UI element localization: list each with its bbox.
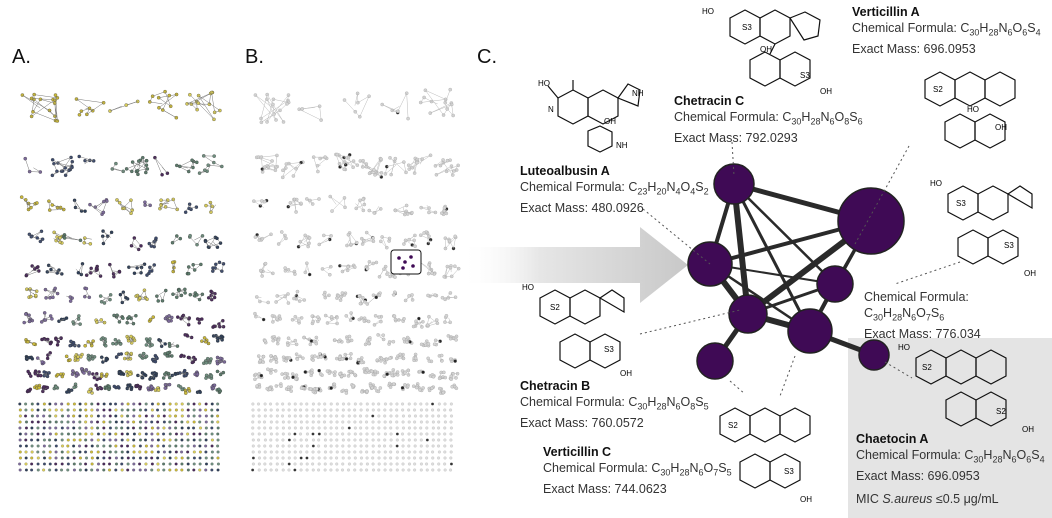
compound-formula: Chemical Formula: C30H28N6O6S4	[856, 448, 1045, 465]
node-verticillin-c	[787, 308, 833, 354]
node-chetracin-c	[713, 163, 755, 205]
atom-s3-3: S3	[956, 199, 966, 208]
structure-luteoalbusin-a: HO N OH NH NH	[538, 79, 644, 153]
molecular-network-a	[18, 89, 227, 472]
atom-ho-2: HO	[702, 7, 714, 16]
compound-mass: Exact Mass: 744.0623	[543, 481, 667, 496]
atom-oh-4: OH	[995, 123, 1007, 132]
node-chaetocin-a	[858, 339, 890, 371]
compound-name: Verticillin C	[543, 445, 612, 459]
atom-s2-5: S2	[996, 407, 1006, 416]
atom-s3-6: S3	[784, 467, 794, 476]
atom-s2-2: S2	[550, 303, 560, 312]
cluster-network	[687, 163, 905, 380]
structure-verticillin-a: S2 HO OH	[924, 71, 1016, 149]
mic-organism: S.aureus	[882, 492, 933, 506]
compound-name: Chetracin B	[520, 379, 591, 393]
expand-arrow	[460, 227, 688, 303]
node-verticillin-a	[816, 265, 854, 303]
node-chetracin-b	[728, 294, 768, 334]
compound-formula: Chemical Formula: C30H28N6O7S5	[543, 461, 732, 478]
atom-s3-4: S3	[1004, 241, 1014, 250]
atom-oh-3: OH	[820, 87, 832, 96]
node-c30h28n6o7s6	[837, 187, 905, 255]
molecular-network-b	[251, 87, 461, 472]
atom-s3: S3	[742, 23, 752, 32]
atom-ho-5: HO	[522, 283, 534, 292]
compound-name: Chetracin C	[674, 94, 745, 108]
compound-formula: Chemical Formula: C30H28N6O8S6	[674, 110, 863, 127]
node-extra	[696, 342, 734, 380]
mic-value: ≤0.5 μg/mL	[932, 492, 999, 506]
atom-nh2: NH	[616, 141, 628, 150]
atom-oh-2: OH	[760, 45, 772, 54]
atom-oh-5: OH	[1024, 269, 1036, 278]
atom-ho-6: HO	[898, 343, 910, 352]
compound-mass: Exact Mass: 696.0953	[856, 468, 980, 483]
structure-chetracin-c: HO S3 OH S3 OH	[702, 7, 832, 96]
compound-mass: Exact Mass: 776.034	[864, 326, 981, 341]
atom-oh-6: OH	[620, 369, 632, 378]
atom-s2: S2	[933, 85, 943, 94]
atom-ho-4: HO	[930, 179, 942, 188]
compound-formula: Chemical Formula: C30H28N6O8S5	[520, 395, 709, 412]
mic-prefix: MIC	[856, 492, 883, 506]
compound-formula: Chemical Formula: C30H28N6O6S4	[852, 21, 1041, 38]
panel-label-a: A.	[12, 46, 31, 68]
atom-oh-7: OH	[800, 495, 812, 504]
compound-name: Chaetocin A	[856, 432, 929, 446]
compound-name: Verticillin A	[852, 5, 920, 19]
panel-label-c: C.	[477, 46, 497, 68]
atom-s2-4: S2	[922, 363, 932, 372]
mic-label: MIC S.aureus ≤0.5 μg/mL	[856, 492, 999, 506]
atom-s3-5: S3	[604, 345, 614, 354]
compound-chaetocin-a: Chaetocin A Chemical Formula: C30H28N6O6…	[856, 431, 1045, 484]
atom-ho-3: HO	[967, 105, 979, 114]
atom-s2-3: S2	[728, 421, 738, 430]
atom-oh-8: OH	[1022, 425, 1034, 434]
atom-nh: NH	[632, 89, 644, 98]
compound-mass: Exact Mass: 480.0926	[520, 200, 644, 215]
atom-ho: HO	[538, 79, 550, 88]
compound-luteoalbusin-a: Luteoalbusin A Chemical Formula: C23H20N…	[520, 163, 709, 216]
atom-s3-2: S3	[800, 71, 810, 80]
compound-chetracin-b: Chetracin B Chemical Formula: C30H28N6O8…	[520, 378, 709, 431]
compound-verticillin-c: Verticillin C Chemical Formula: C30H28N6…	[543, 444, 732, 497]
compound-formula: Chemical Formula: C30H28N6O7S6	[864, 290, 969, 323]
compound-mass: Exact Mass: 760.0572	[520, 415, 644, 430]
atom-n: N	[548, 105, 554, 114]
structure-chetracin-b: HO S2 S3 OH	[522, 283, 632, 378]
compound-chetracin-c: Chetracin C Chemical Formula: C30H28N6O8…	[674, 93, 863, 146]
compound-mass: Exact Mass: 792.0293	[674, 130, 798, 145]
compound-verticillin-a: Verticillin A Chemical Formula: C30H28N6…	[852, 4, 1041, 57]
structure-c30h28n6o7s6: HO S3 S3 OH	[930, 179, 1036, 278]
compound-formula: Chemical Formula: C23H20N4O4S2	[520, 180, 709, 197]
compound-name: Luteoalbusin A	[520, 164, 610, 178]
structure-chaetocin-a: HO S2 S2 OH	[898, 343, 1034, 434]
panel-label-b: B.	[245, 46, 264, 68]
atom-oh: OH	[604, 117, 616, 126]
structure-verticillin-c: S2 S3 OH	[719, 407, 812, 504]
compound-c30h28n6o7s6: Chemical Formula: C30H28N6O7S6 Exact Mas…	[864, 289, 1052, 342]
compound-mass: Exact Mass: 696.0953	[852, 41, 976, 56]
